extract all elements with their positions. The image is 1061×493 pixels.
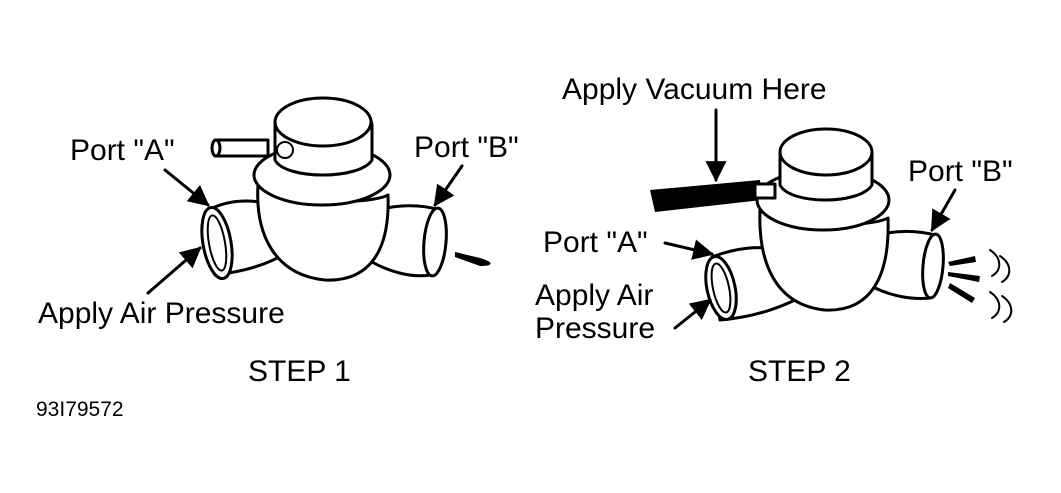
figure-code: 93I79572 xyxy=(36,398,124,421)
step1-port-a-label: Port "A" xyxy=(70,134,175,167)
step1-port-a-arrow xyxy=(163,168,210,207)
step1-apply-air-label: Apply Air Pressure xyxy=(38,297,285,330)
step2-valve-illustration xyxy=(650,127,1013,323)
step1-apply-air-arrow xyxy=(146,246,202,295)
step2-apply-air-label-line2: Pressure xyxy=(535,312,655,345)
step1-port-b-arrow xyxy=(433,164,464,207)
step2-group: Apply Vacuum Here Port "B" Port "A" Appl… xyxy=(535,73,1013,388)
step2-port-b-label: Port "B" xyxy=(908,155,1013,188)
step1-valve-illustration xyxy=(200,96,491,282)
step1-group: Port "A" Port "B" Apply Air Pressure STE… xyxy=(38,96,519,388)
step2-title: STEP 2 xyxy=(748,355,851,388)
step2-port-a-label: Port "A" xyxy=(543,226,648,259)
step2-apply-air-arrow xyxy=(673,298,712,330)
step2-apply-air-label-line1: Apply Air xyxy=(535,279,653,312)
step2-port-a-arrow xyxy=(663,239,715,260)
step2-port-b-arrow xyxy=(930,188,957,232)
step2-apply-vacuum-label: Apply Vacuum Here xyxy=(562,73,827,106)
step1-port-b-label: Port "B" xyxy=(414,131,519,164)
step1-title: STEP 1 xyxy=(248,355,351,388)
